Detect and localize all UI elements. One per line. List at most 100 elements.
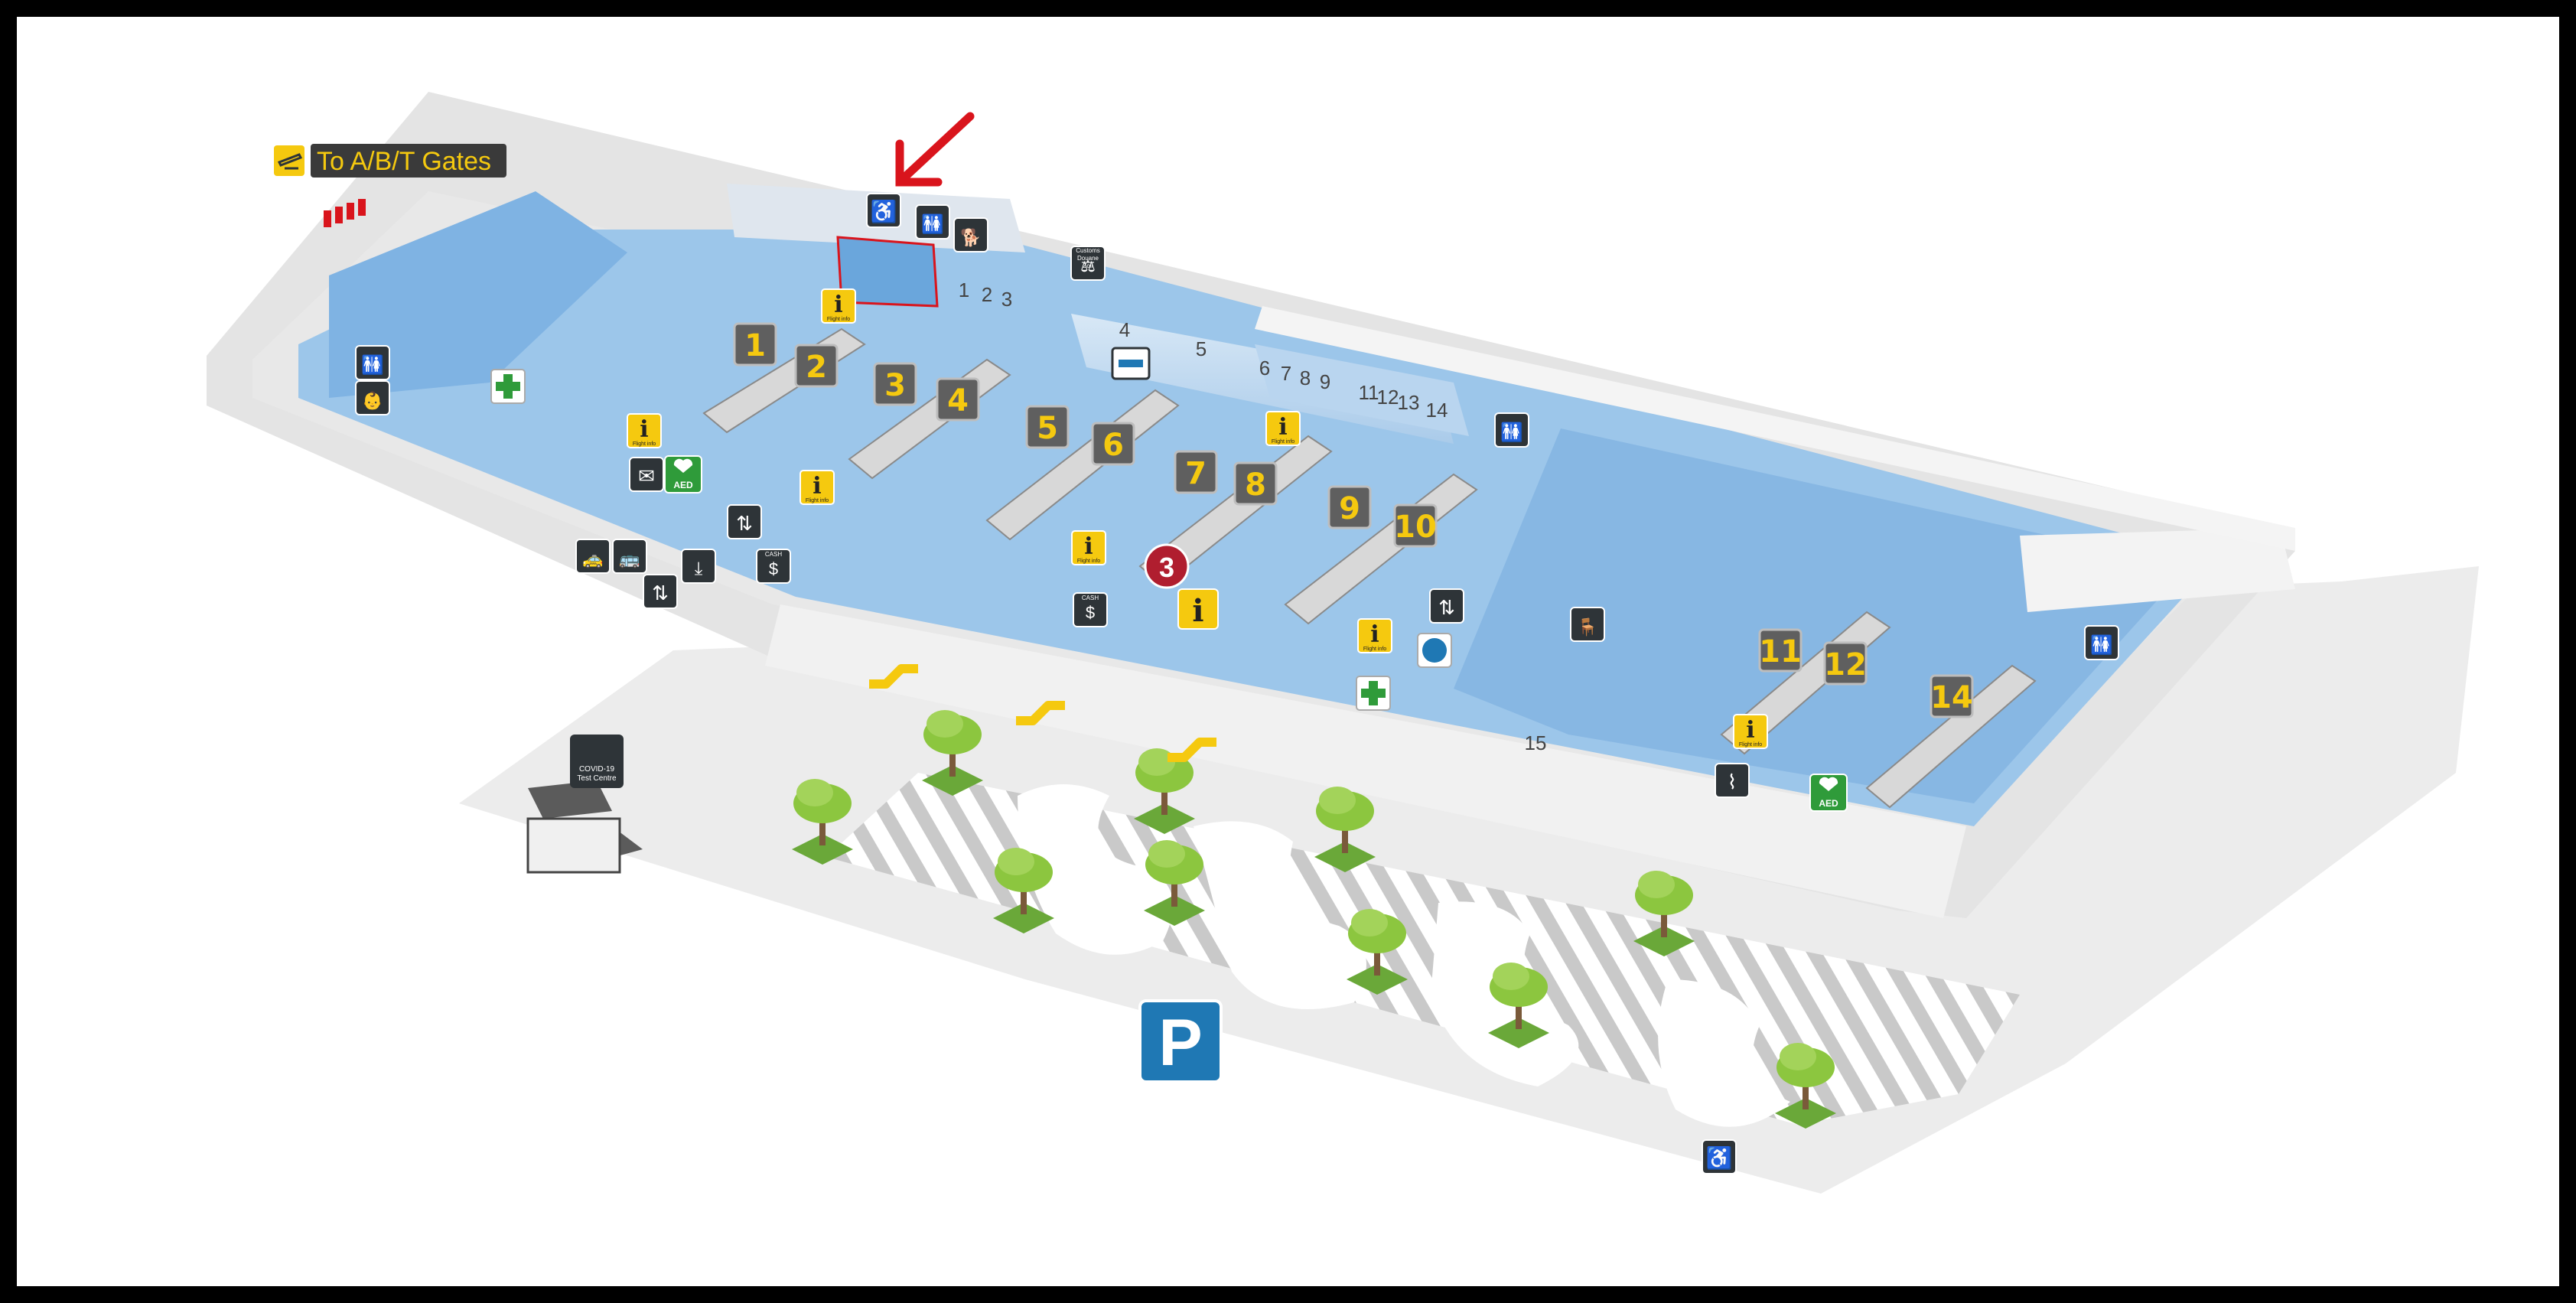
svg-text:i: i [1746,717,1754,744]
escalator-icon [1016,701,1065,725]
flight-info-label: Flight info [827,317,850,322]
checkin-desk-5: 5 [1025,405,1070,449]
svg-text:👶: 👶 [362,391,383,410]
aed-icon[interactable]: AED [664,455,702,494]
first-aid-icon[interactable] [1356,676,1391,711]
tree-icon [993,848,1054,933]
baby-change-icon[interactable]: 👶 [355,380,390,415]
seating-icon[interactable]: 🪑 [1570,607,1605,642]
toilets-icon[interactable]: 🚻 [915,204,950,239]
customs-label: Zoll [1083,262,1093,269]
lift-icon[interactable]: ⇅ [643,574,678,609]
checkin-desk-3: 3 [873,362,917,406]
checkin-desk-number: 2 [806,350,827,385]
cash-machine-icon[interactable]: $ [756,549,791,584]
tree-icon [1144,840,1205,926]
plane-icon [277,153,303,170]
toilets-icon[interactable]: 🚻 [1494,412,1529,448]
information-desk-icon[interactable]: i [1177,588,1219,630]
checkin-desk-6: 6 [1091,422,1135,466]
tree-icon [792,779,853,865]
baggage-belt-9: 9 [1320,370,1330,393]
tree-icon [1488,963,1549,1048]
test-centre-line2: Test Centre [577,774,617,783]
baggage-belt-1: 1 [959,279,969,301]
customs-icon[interactable]: ⚖ [1070,246,1106,281]
flight-info-label: Flight info [1272,439,1295,445]
first-aid-icon[interactable] [490,369,526,404]
pets-icon[interactable]: 🐕 [953,217,988,252]
tree-icon [922,710,983,796]
checkin-desk-7: 7 [1174,450,1218,494]
svg-text:🚻: 🚻 [361,354,384,376]
bus-icon[interactable]: 🚌 [612,539,647,574]
aed-icon[interactable]: AED [1809,774,1848,812]
tree-icon [1314,787,1376,872]
svg-text:i: i [640,416,648,443]
checkin-desk-number: 3 [884,368,906,403]
test-centre: COVID-19 Test Centre [526,735,643,874]
stairs-icon[interactable]: ⌇ [1715,763,1750,798]
toilets-icon[interactable]: 🚻 [2084,625,2119,660]
svg-text:3: 3 [1159,552,1174,583]
checkin-desk-number: 5 [1037,411,1058,446]
svg-text:i: i [813,473,821,500]
flight-info-label: Flight info [1739,742,1762,748]
svg-text:✉: ✉ [638,464,655,487]
taxi-icon[interactable]: 🚕 [575,539,611,574]
tree-icon [1134,748,1195,834]
checkin-desk-number: 1 [744,328,766,363]
checkin-desk-number: 11 [1759,634,1802,669]
escalator-down-icon[interactable]: ⤓ [681,549,716,584]
svg-text:🪑: 🪑 [1577,617,1597,637]
checkin-desk-12: 12 [1823,641,1868,686]
checkin-desk-14: 14 [1930,674,1974,718]
lift-icon[interactable]: ⇅ [1429,588,1464,624]
gates-sign[interactable]: To A/B/T Gates [274,144,506,178]
checkin-desk-number: 8 [1245,467,1266,503]
svg-text:♿: ♿ [871,199,897,224]
checkin-desk-number: 12 [1824,647,1867,682]
checkin-desk-number: 6 [1102,428,1124,463]
checkin-desk-8: 8 [1233,461,1278,506]
svg-text:🐕: 🐕 [960,228,981,247]
svg-text:$: $ [769,559,778,578]
baggage-belt-8: 8 [1300,366,1311,389]
currency-exchange-icon[interactable]: 3 [1144,543,1190,589]
checkin-desk-9: 9 [1327,485,1372,529]
lift-icon[interactable]: ⇅ [727,504,762,539]
accessible-parking-icon[interactable]: ♿ [1702,1139,1737,1174]
baggage-belt-14: 14 [1426,399,1448,422]
svg-text:🚕: 🚕 [582,549,603,568]
baggage-belt-12: 12 [1377,386,1399,409]
accessible-toilet-icon[interactable]: ♿ [866,193,901,228]
tree-icon [1347,909,1408,995]
svg-text:♿: ♿ [1706,1145,1733,1171]
checkin-desk-number: 14 [1930,680,1973,715]
mail-icon[interactable]: ✉ [629,457,664,492]
checkin-desk-4: 4 [936,377,980,422]
flight-info-label: Flight info [633,441,656,447]
police-icon[interactable] [1417,633,1452,668]
cash-machine-icon[interactable]: $ [1073,592,1108,627]
parking-sign[interactable]: P [1138,999,1223,1083]
svg-text:i: i [1192,593,1203,629]
baggage-belt-7: 7 [1281,362,1291,385]
bollards [324,199,366,227]
esta-sign-icon[interactable] [1111,347,1151,380]
aed-label: AED [1819,798,1838,809]
checkin-desk-number: 10 [1394,510,1437,545]
svg-text:⚖: ⚖ [1080,256,1096,275]
toilets-icon[interactable]: 🚻 [355,345,390,380]
customs-label: Douane [1077,255,1099,262]
checkin-desk-number: 4 [947,383,969,419]
